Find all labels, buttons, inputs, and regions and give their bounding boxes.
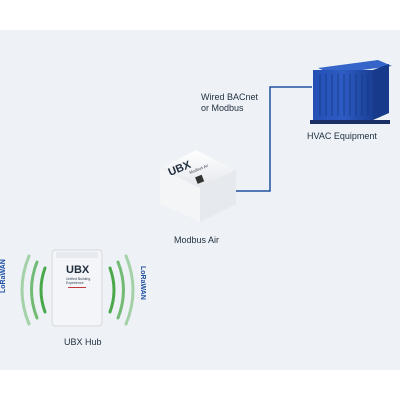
connection-label-line-2: or Modbus [201,103,244,113]
hub-device-logo: UBX [66,264,90,276]
lorawan-label-right: LoRaWAN [139,266,146,300]
connection-label: Wired BACnet or Modbus [201,92,258,114]
modbus-air-device: UBX Modbus Air [160,150,236,222]
signal-waves-left-icon [20,254,47,326]
signal-waves-right-icon [108,254,135,326]
lorawan-label-left: LoRaWAN [0,259,7,293]
hvac-equipment-image [310,60,392,124]
connection-label-line-1: Wired BACnet [201,92,259,102]
ubx-hub-device: UBX Unified Building Experience [51,249,103,327]
ubx-hub-label: UBX Hub [64,337,102,347]
hub-device-sublabel-1: Unified Building [66,277,90,281]
hvac-label: HVAC Equipment [307,131,377,141]
hub-device-sublabel-2: Experience [66,281,84,285]
connector-line [236,86,312,192]
modbus-air-label: Modbus Air [174,235,220,245]
